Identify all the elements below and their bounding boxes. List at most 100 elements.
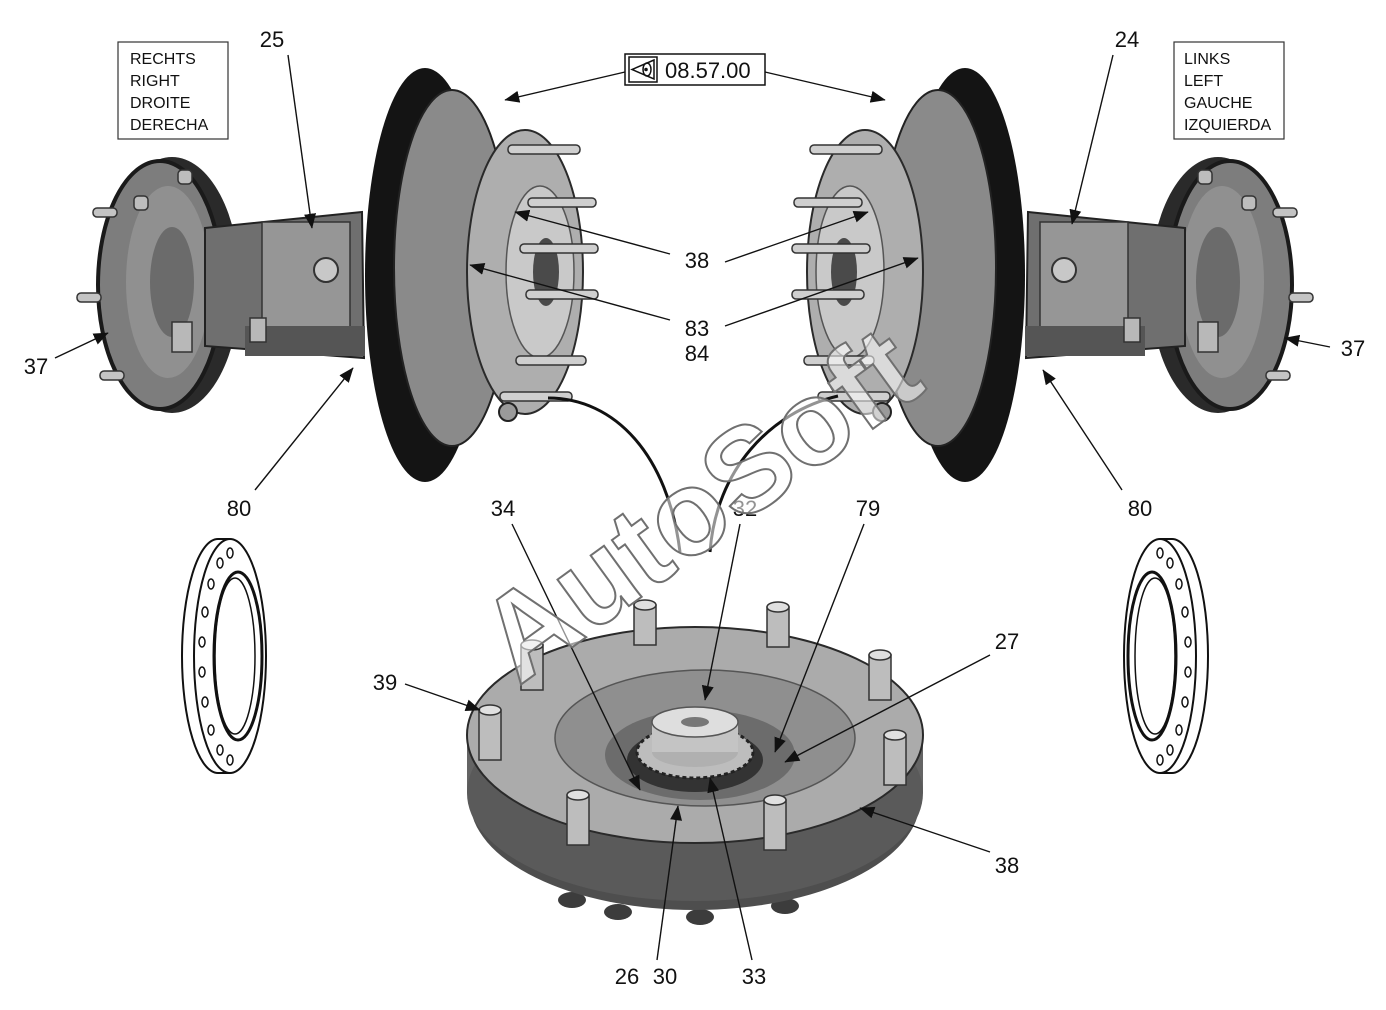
- seal-ring-left-hand: [1122, 537, 1210, 775]
- leader-83-right-hand: [469, 262, 671, 321]
- sensor-wire-left-hand: [708, 394, 839, 553]
- callout-80-left-hand[interactable]: 80: [1128, 496, 1152, 521]
- hub-stud: [515, 355, 587, 366]
- side-label-left-line: IZQUIERDA: [1184, 117, 1271, 134]
- wheel-stud-tip: [478, 704, 502, 716]
- bearing-bore: [681, 717, 709, 727]
- seal-bolt-hole: [216, 557, 224, 569]
- seal-bolt-hole: [226, 547, 234, 559]
- housing-plug: [313, 257, 339, 283]
- callout-26[interactable]: 26: [615, 964, 639, 989]
- wheel-stud-shank: [766, 606, 790, 648]
- brake-drum-hub: [365, 68, 599, 482]
- leader-80-left-hand: [1042, 369, 1123, 491]
- hub-stud: [519, 243, 599, 254]
- reference-code: 08.57.00: [665, 58, 751, 83]
- hub-bottom-bolt: [558, 892, 586, 908]
- side-label-left-frame: [1173, 41, 1285, 140]
- seal-bolt-hole: [216, 744, 224, 756]
- callout-numbers: 25 24 38 83 84 37 37 80 80 34 32 79 27 3…: [24, 27, 1365, 989]
- leader-24: [1069, 54, 1114, 225]
- view-reference-icon-eye: [642, 62, 652, 77]
- callout-39[interactable]: 39: [373, 670, 397, 695]
- seal-bolt-hole: [198, 666, 206, 678]
- reference-box[interactable]: 08.57.00: [624, 53, 766, 86]
- mounting-lug: [249, 317, 267, 343]
- view-reference-icon-triangle: [630, 58, 655, 81]
- side-label-left-line: LEFT: [1184, 73, 1223, 90]
- leader-83-left-hand: [724, 257, 919, 327]
- callout-34[interactable]: 34: [491, 496, 515, 521]
- callout-32[interactable]: 32: [733, 496, 757, 521]
- wheel-stud-tip: [763, 794, 787, 806]
- brake-spring: [498, 402, 518, 422]
- seal-ring-bore: [212, 570, 264, 742]
- flange-stud: [133, 195, 149, 211]
- sensor-wire-right-hand: [547, 396, 682, 553]
- flange-stud: [99, 370, 125, 381]
- side-label-right-line: DROITE: [130, 95, 190, 112]
- leader-38-right-hand: [514, 209, 671, 255]
- wheel-stud: [566, 789, 590, 846]
- hub-stud: [527, 197, 597, 208]
- leader-26-30: [656, 805, 683, 961]
- wheel-stud: [478, 704, 502, 761]
- callout-38-upper[interactable]: 38: [685, 248, 709, 273]
- side-label-right-box: RECHTS RIGHT DROITE DERECHA: [117, 41, 229, 140]
- callout-27[interactable]: 27: [995, 629, 1019, 654]
- leader-38-hub: [859, 806, 991, 853]
- side-label-left-line: GAUCHE: [1184, 95, 1252, 112]
- view-reference-icon-pupil: [644, 67, 648, 72]
- leader-reference-left-hand: [764, 71, 886, 103]
- wheel-stud: [766, 601, 790, 648]
- leader-27: [784, 654, 991, 763]
- flange-stud: [76, 292, 102, 303]
- leader-79: [774, 523, 865, 753]
- seal-bolt-hole: [198, 636, 206, 648]
- callout-37-left-hand[interactable]: 37: [1341, 336, 1365, 361]
- callout-24[interactable]: 24: [1115, 27, 1139, 52]
- callout-37-right-hand[interactable]: 37: [24, 354, 48, 379]
- leader-34: [511, 523, 641, 791]
- side-label-left-line: LINKS: [1184, 51, 1230, 68]
- wheel-stud: [520, 639, 544, 691]
- wheel-stud-shank: [883, 734, 907, 786]
- callout-33[interactable]: 33: [742, 964, 766, 989]
- flange-center: [150, 227, 194, 337]
- hub-bottom-bolt: [686, 909, 714, 925]
- leader-80-right-hand: [254, 367, 354, 491]
- flange-stud: [92, 207, 118, 218]
- callout-79[interactable]: 79: [856, 496, 880, 521]
- callout-84[interactable]: 84: [685, 341, 709, 366]
- seal-ring: [181, 538, 267, 774]
- side-label-left-box: LINKS LEFT GAUCHE IZQUIERDA: [1173, 41, 1285, 140]
- seal-bolt-hole: [201, 606, 209, 618]
- callout-80-right-hand[interactable]: 80: [227, 496, 251, 521]
- right-hand-hub-assembly: [76, 68, 599, 482]
- callout-25[interactable]: 25: [260, 27, 284, 52]
- callout-38-hub[interactable]: 38: [995, 853, 1019, 878]
- leader-32: [701, 523, 741, 701]
- callout-83[interactable]: 83: [685, 316, 709, 341]
- seal-bolt-hole: [201, 696, 209, 708]
- wheel-stud-shank: [763, 799, 787, 851]
- wheel-stud-tip: [520, 639, 544, 651]
- side-label-right-frame: [117, 41, 229, 140]
- seal-bolt-hole: [207, 724, 215, 736]
- side-label-right-line: RIGHT: [130, 73, 180, 90]
- wheel-stud-tip: [566, 789, 590, 801]
- wheel-stud-tip: [766, 601, 790, 613]
- hub-bottom-bolt: [604, 904, 632, 920]
- wheel-stud: [868, 649, 892, 701]
- seal-bolt-hole: [207, 578, 215, 590]
- callout-30[interactable]: 30: [653, 964, 677, 989]
- wheel-stud-shank: [478, 709, 502, 761]
- wheel-stud-tip: [633, 599, 657, 611]
- leader-37-left-hand: [1284, 334, 1331, 348]
- wheel-stud-tip: [868, 649, 892, 661]
- flange-stud: [177, 169, 193, 185]
- wheel-stud: [763, 794, 787, 851]
- leader-37-right-hand: [54, 332, 109, 359]
- side-label-right-line: RECHTS: [130, 51, 196, 68]
